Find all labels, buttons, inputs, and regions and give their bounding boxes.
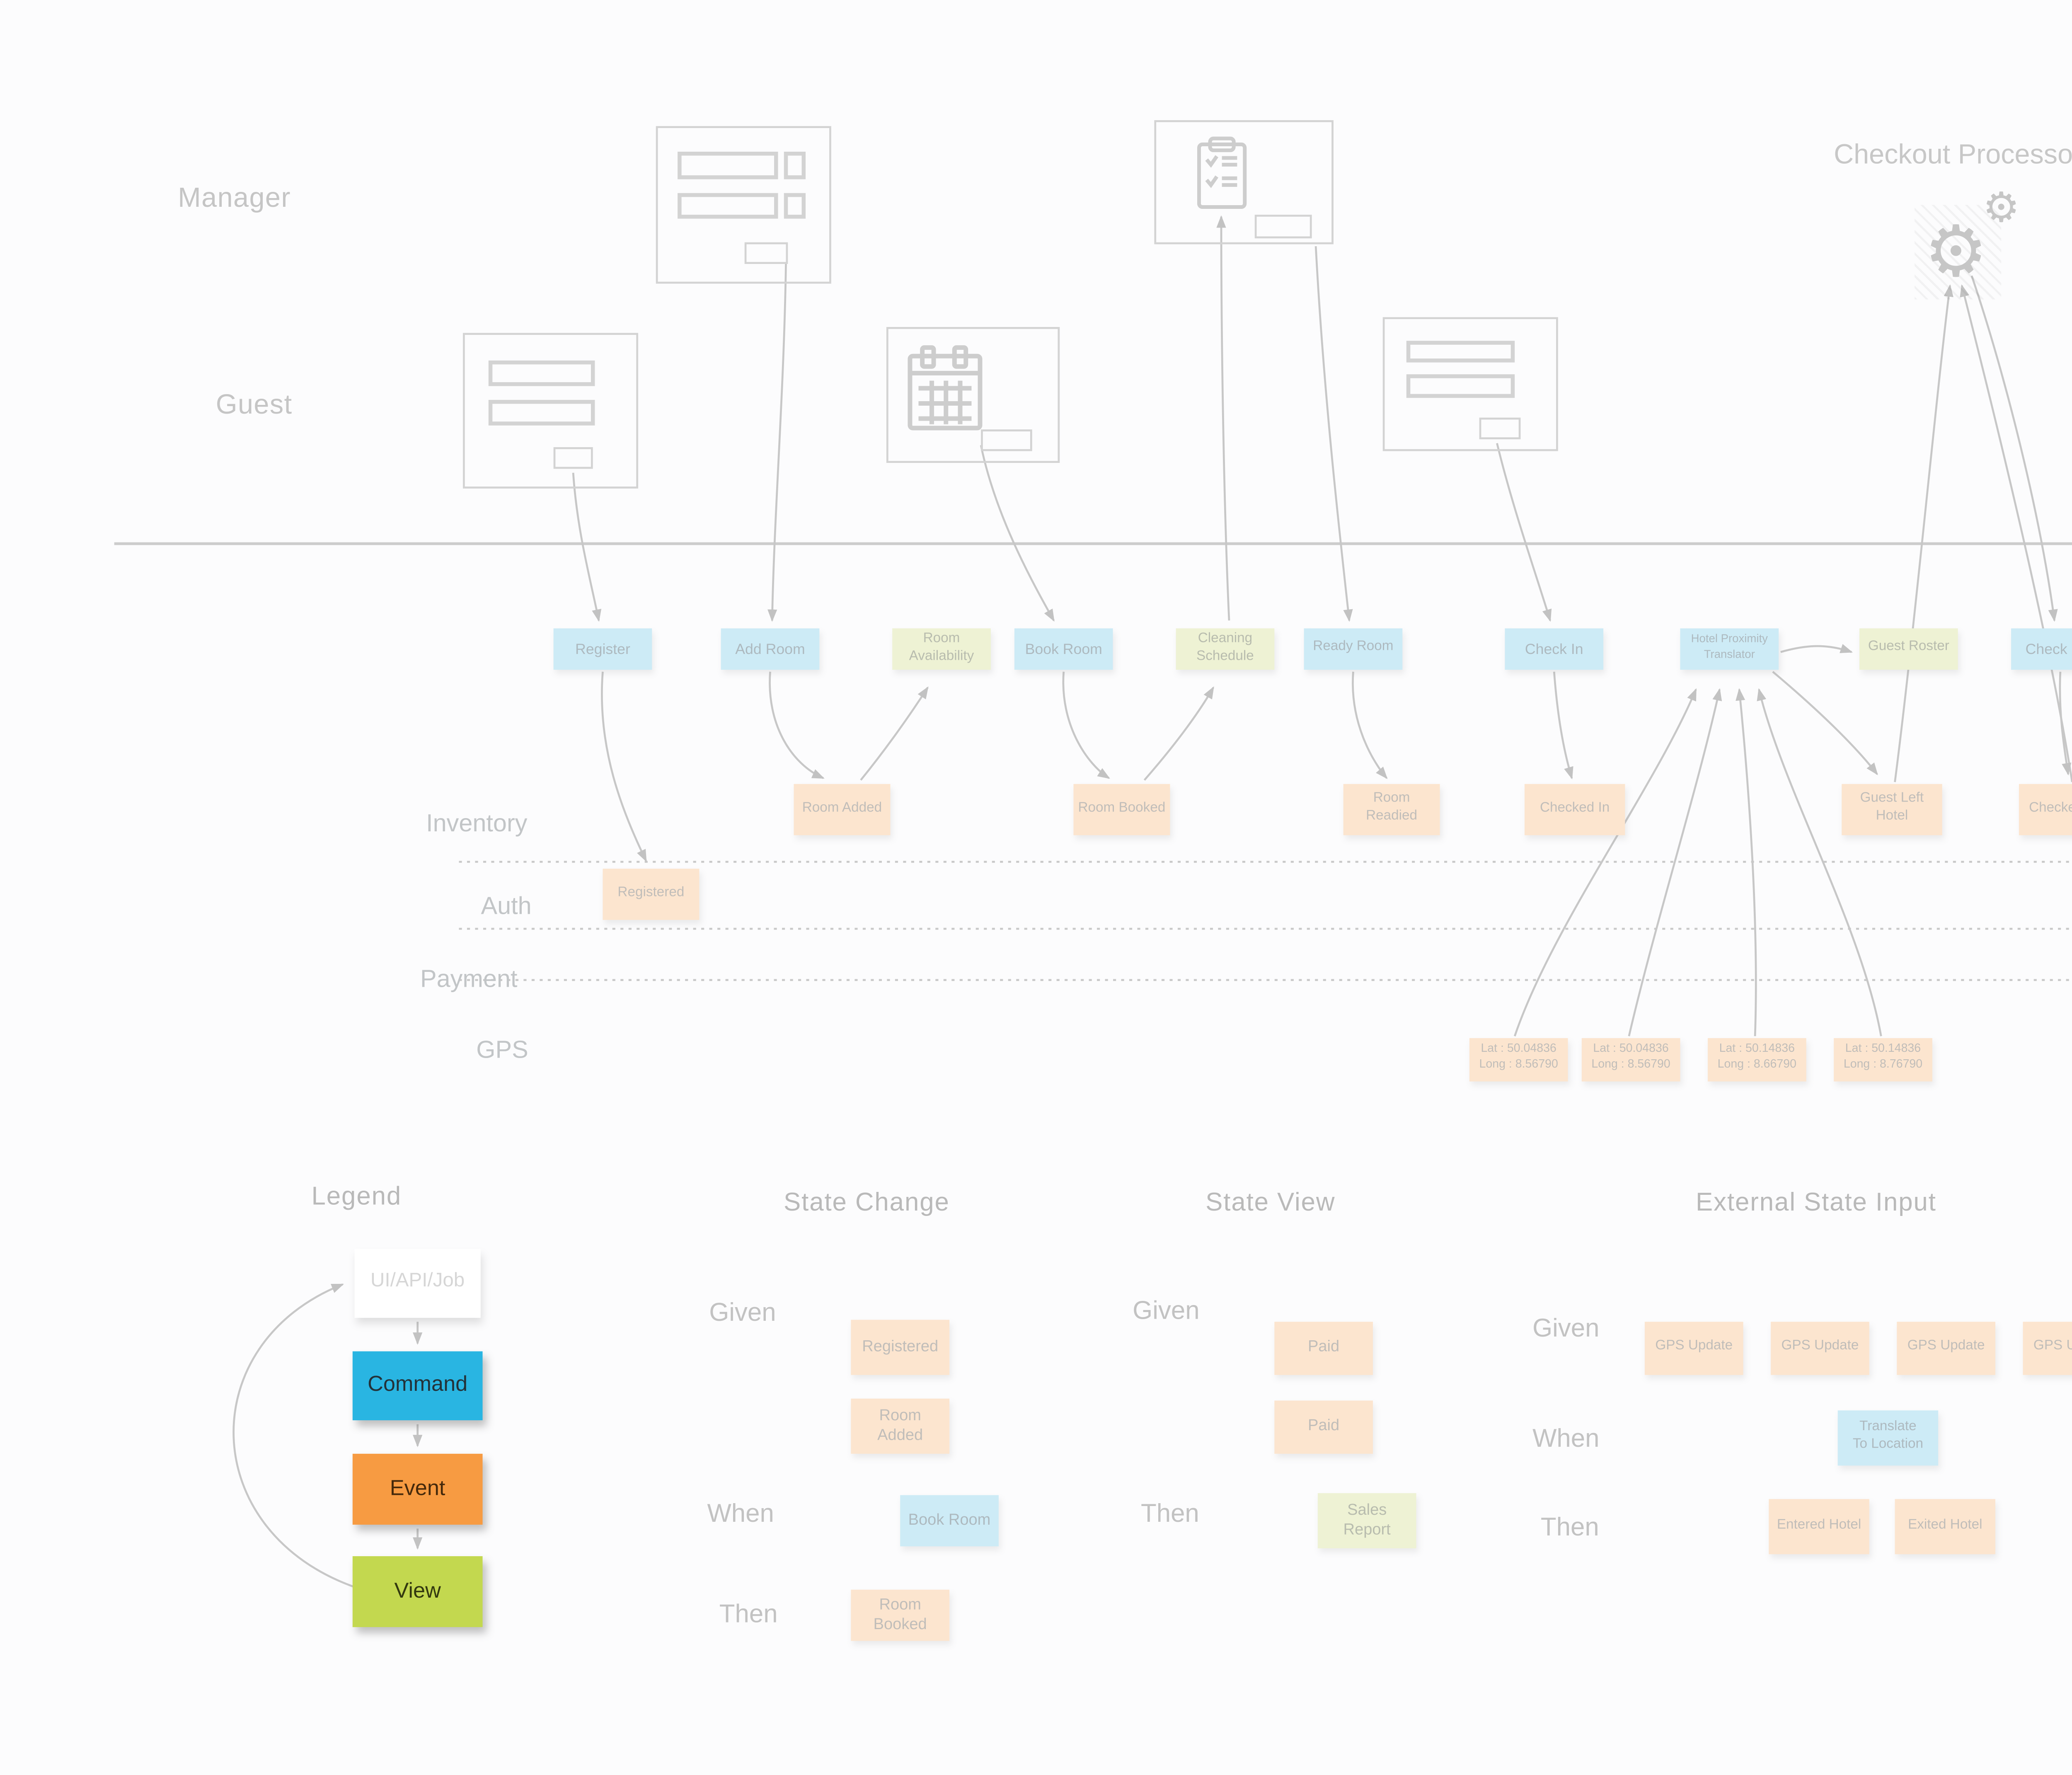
state-change-then-label[interactable]: Then xyxy=(719,1598,778,1628)
sticky-sv-paid-1[interactable]: Paid xyxy=(1274,1322,1373,1375)
sticky-command-hotel-proximity-translator[interactable]: Hotel Proximity Translator xyxy=(1680,628,1779,670)
sticky-event-room-booked[interactable]: Room Booked xyxy=(1073,784,1170,835)
state-view-then-label[interactable]: Then xyxy=(1140,1498,1199,1528)
esi-given-label[interactable]: Given xyxy=(1532,1313,1600,1343)
gears-icon: ⚙ xyxy=(1982,184,2020,232)
esi-then-label[interactable]: Then xyxy=(1540,1512,1599,1542)
sticky-esi-exited-hotel[interactable]: Exited Hotel xyxy=(1895,1499,1995,1555)
gears-icon: ⚙ xyxy=(1924,213,1988,294)
sticky-esi-gps-update-4[interactable]: GPS Update xyxy=(2023,1322,2072,1375)
lane-separators xyxy=(459,861,2072,981)
sticky-esi-gps-update-2[interactable]: GPS Update xyxy=(1771,1322,1869,1375)
lane-label-inventory[interactable]: Inventory xyxy=(426,809,528,838)
lane-label-payment[interactable]: Payment xyxy=(420,965,518,993)
sticky-event-room-added[interactable]: Room Added xyxy=(794,784,891,835)
lane-label-auth[interactable]: Auth xyxy=(481,892,532,920)
legend-arrows xyxy=(232,1283,423,1589)
timeline-axis xyxy=(114,542,2072,545)
legend-command[interactable]: Command xyxy=(352,1351,483,1421)
sticky-event-gps-update-4[interactable]: Lat : 50.14836 Long : 8.76790 xyxy=(1834,1038,1932,1082)
state-change-given-label[interactable]: Given xyxy=(709,1297,776,1327)
sticky-view-cleaning-schedule[interactable]: Cleaning Schedule xyxy=(1176,628,1275,670)
sticky-sv-paid-2[interactable]: Paid xyxy=(1274,1400,1373,1454)
wireframe-cleaning-schedule-screen[interactable] xyxy=(1154,120,1334,245)
sticky-command-ready-room[interactable]: Ready Room xyxy=(1304,628,1403,670)
sticky-esi-gps-update-3[interactable]: GPS Update xyxy=(1897,1322,1995,1375)
state-change-when-label[interactable]: When xyxy=(707,1498,774,1528)
input-bar xyxy=(489,361,595,387)
input-square xyxy=(784,192,806,219)
faded-connectors xyxy=(572,215,2072,1036)
pattern-title-state-view[interactable]: State View xyxy=(1205,1187,1336,1217)
button-placeholder xyxy=(1254,214,1312,239)
state-view-given-label[interactable]: Given xyxy=(1133,1295,1200,1325)
legend-event[interactable]: Event xyxy=(352,1453,483,1525)
sticky-command-book-room[interactable]: Book Room xyxy=(1014,628,1113,670)
button-placeholder xyxy=(1479,418,1520,439)
legend-title[interactable]: Legend xyxy=(311,1181,402,1211)
sticky-sc-room-added[interactable]: Room Added xyxy=(851,1398,950,1454)
sticky-event-guest-left-hotel[interactable]: Guest Left Hotel xyxy=(1842,784,1942,835)
checkout-processor-label[interactable]: Checkout Processor xyxy=(1834,138,2072,170)
sticky-view-room-availability[interactable]: Room Availability xyxy=(892,628,991,670)
input-bar xyxy=(1407,375,1515,399)
calendar-icon xyxy=(907,345,982,431)
input-bar xyxy=(489,400,595,426)
sticky-sv-sales-report[interactable]: Sales Report xyxy=(1317,1493,1416,1549)
sticky-event-gps-update-2[interactable]: Lat : 50.04836 Long : 8.56790 xyxy=(1581,1038,1680,1082)
pattern-title-external-state-input[interactable]: External State Input xyxy=(1696,1187,1936,1217)
sticky-command-register[interactable]: Register xyxy=(553,628,652,670)
sticky-command-check-out[interactable]: Check Out xyxy=(2011,628,2072,670)
wireframe-check-in-screen[interactable] xyxy=(1382,317,1558,451)
sticky-sc-book-room[interactable]: Book Room xyxy=(900,1495,999,1547)
button-placeholder xyxy=(743,242,788,265)
sticky-view-guest-roster[interactable]: Guest Roster xyxy=(1859,628,1958,670)
legend-view[interactable]: View xyxy=(352,1556,483,1627)
pattern-title-state-change[interactable]: State Change xyxy=(784,1187,950,1217)
clipboard-checklist-icon xyxy=(1196,136,1246,208)
sticky-command-add-room[interactable]: Add Room xyxy=(721,628,820,670)
actor-label-manager[interactable]: Manager xyxy=(178,181,291,213)
input-square xyxy=(784,153,806,179)
input-bar xyxy=(678,192,778,219)
checkout-gears-backdrop xyxy=(1915,205,2002,300)
esi-when-label[interactable]: When xyxy=(1532,1423,1600,1453)
input-bar xyxy=(1407,340,1515,363)
button-placeholder xyxy=(981,429,1033,450)
wireframe-book-room-screen[interactable] xyxy=(886,327,1060,463)
button-placeholder xyxy=(554,447,593,468)
sticky-event-checked-in[interactable]: Checked In xyxy=(1524,784,1625,835)
sticky-event-checked-out[interactable]: Checked Out xyxy=(2019,784,2072,835)
sticky-event-gps-update-1[interactable]: Lat : 50.04836 Long : 8.56790 xyxy=(1469,1038,1568,1082)
sticky-esi-entered-hotel[interactable]: Entered Hotel xyxy=(1769,1499,1869,1555)
sticky-esi-gps-update-1[interactable]: GPS Update xyxy=(1644,1322,1743,1375)
wireframe-register-screen[interactable] xyxy=(463,333,639,489)
sticky-sc-room-booked[interactable]: Room Booked xyxy=(851,1589,950,1641)
sticky-sc-registered[interactable]: Registered xyxy=(851,1320,950,1375)
legend-ui-api-job[interactable]: UI/API/Job xyxy=(354,1249,481,1318)
sticky-event-registered[interactable]: Registered xyxy=(603,869,700,920)
sticky-event-gps-update-3[interactable]: Lat : 50.14836 Long : 8.66790 xyxy=(1708,1038,1806,1082)
sticky-command-check-in[interactable]: Check In xyxy=(1505,628,1604,670)
lane-label-gps[interactable]: GPS xyxy=(476,1036,528,1064)
actor-label-guest[interactable]: Guest xyxy=(215,388,293,420)
wireframe-add-room-screen[interactable] xyxy=(656,126,831,284)
input-bar xyxy=(678,153,778,179)
sticky-event-room-readied[interactable]: Room Readied xyxy=(1343,784,1440,835)
sticky-esi-translate-to-location[interactable]: Translate To Location xyxy=(1837,1410,1939,1466)
